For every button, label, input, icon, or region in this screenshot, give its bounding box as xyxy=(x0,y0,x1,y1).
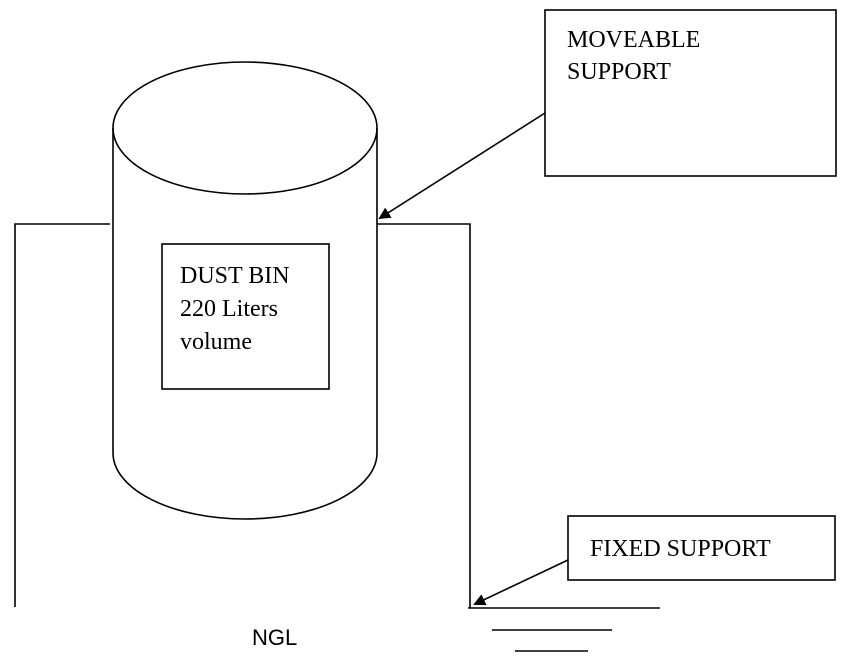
fixed-support-arrow xyxy=(473,559,569,606)
fixed-support-label: FIXED SUPPORT xyxy=(590,536,771,562)
moveable-support-label-box xyxy=(544,9,837,177)
dust-bin-label-box xyxy=(161,243,330,390)
moveable-support-label-line1: MOVEABLE xyxy=(567,27,700,53)
dust-bin-cylinder xyxy=(112,61,378,520)
left-support-post xyxy=(14,223,110,607)
dust-bin-label-line1: DUST BIN xyxy=(180,263,290,289)
dust-bin-label-line3: volume xyxy=(180,329,252,355)
moveable-support-label-line2: SUPPORT xyxy=(567,59,671,85)
right-support-post xyxy=(377,223,471,608)
dust-bin-label-line2: 220 Liters xyxy=(180,296,278,322)
moveable-support-arrow xyxy=(378,112,546,220)
fixed-support-label-box xyxy=(567,515,836,581)
ngl-label: NGL xyxy=(252,625,297,650)
cylinder-bottom-arc xyxy=(112,452,378,520)
cylinder-top-ellipse xyxy=(112,61,378,195)
